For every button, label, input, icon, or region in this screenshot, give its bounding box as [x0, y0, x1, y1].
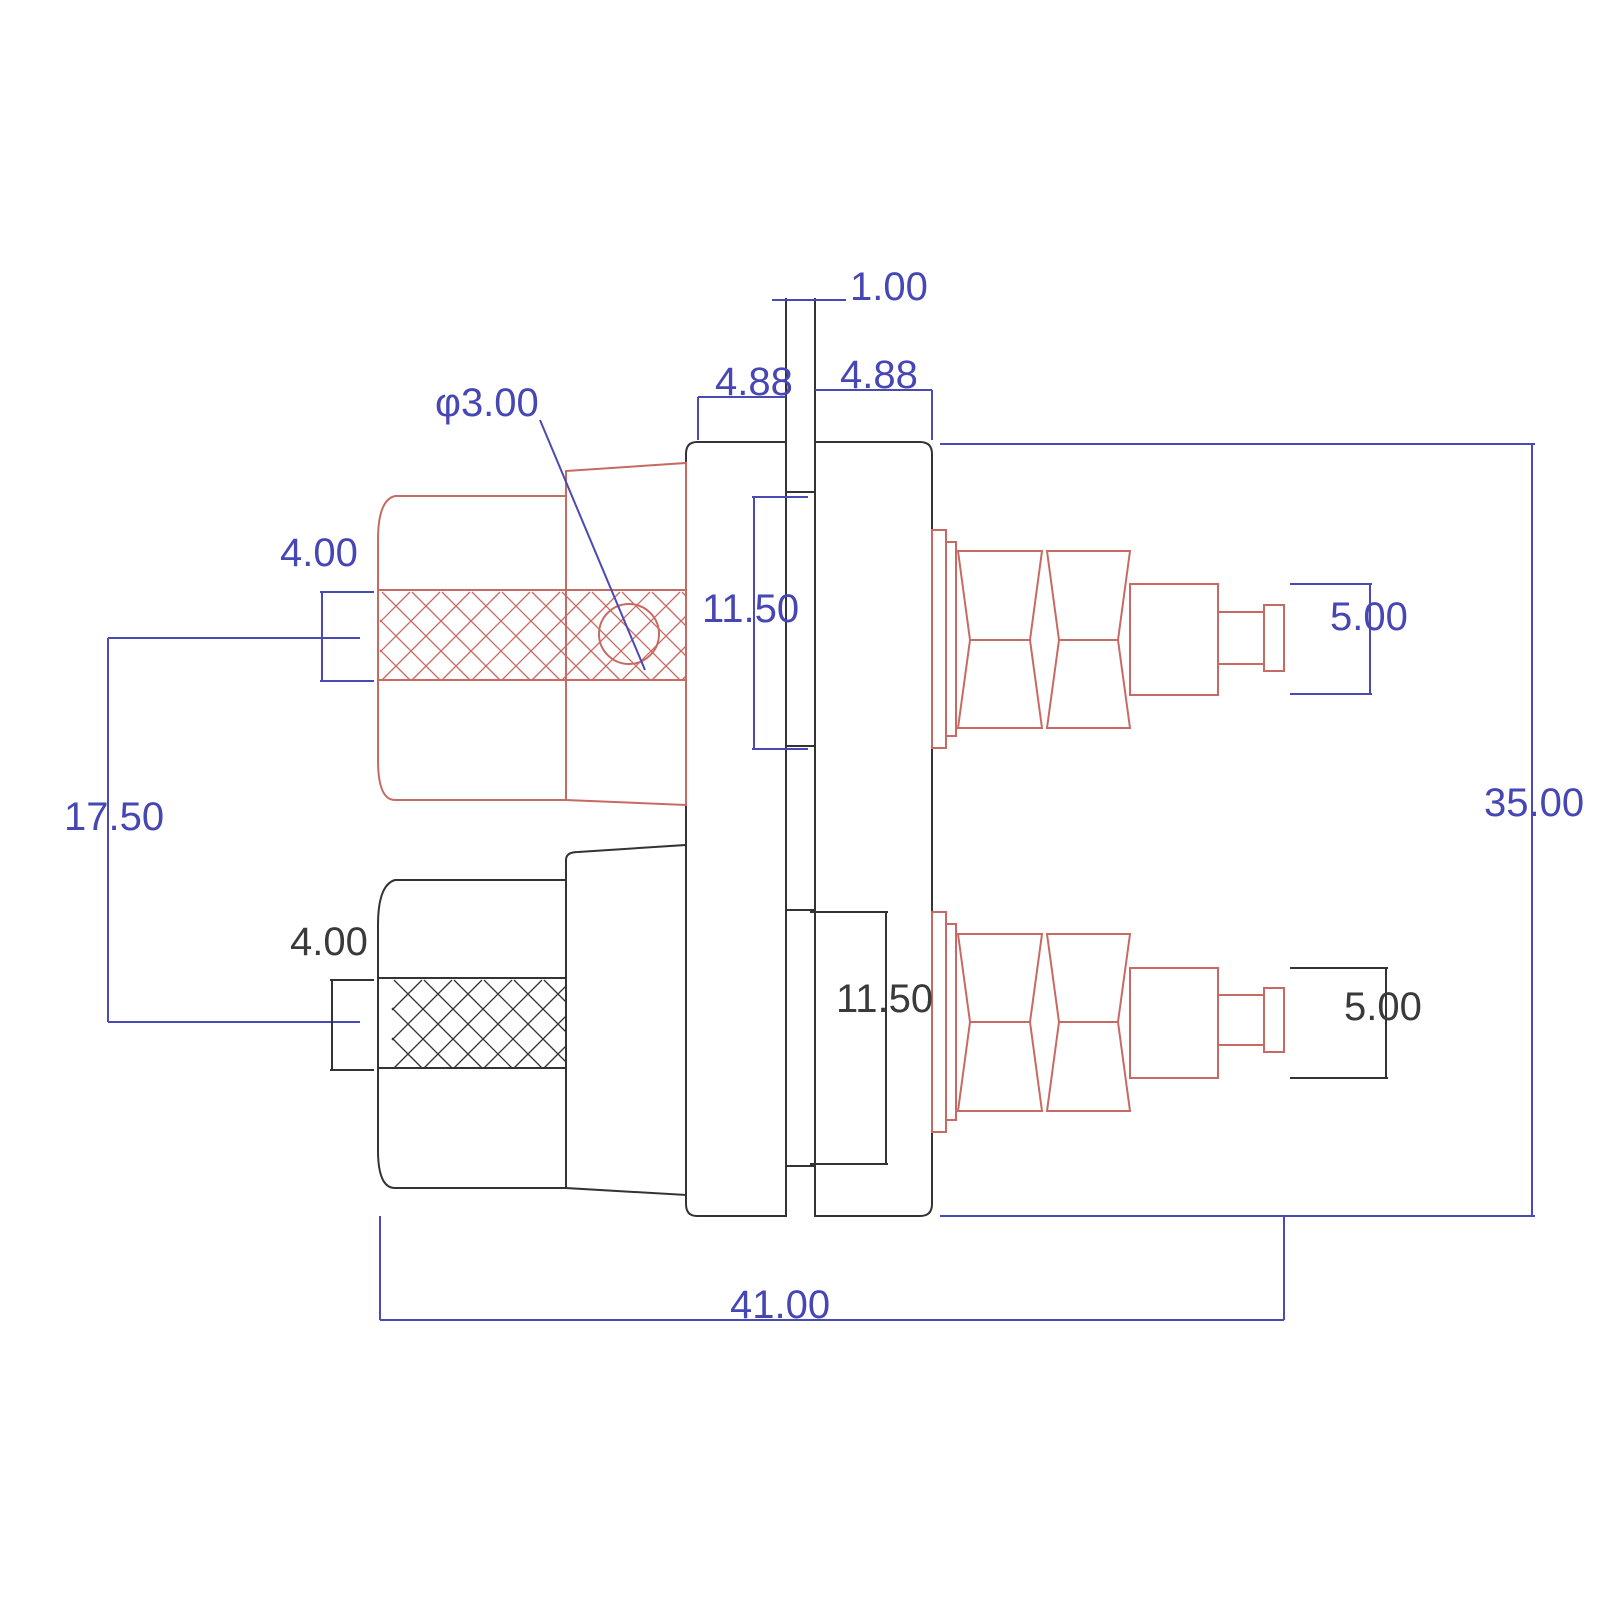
dim-panel-gap: 1.00 [850, 265, 928, 309]
dim-lower-pin-width: 5.00 [1344, 985, 1422, 1029]
red-knurl-hatch [379, 591, 687, 681]
dim-overall-height: 35.00 [1484, 781, 1584, 825]
dim-black-hole-width: 4.00 [290, 920, 368, 964]
red-terminal-cap [377, 461, 687, 807]
left-plate [685, 441, 787, 1217]
dim-left-plate: 4.88 [715, 360, 793, 404]
dim-red-hole-width: 4.00 [280, 531, 358, 575]
lower-rear-hardware [931, 911, 1285, 1133]
dim-overall-length: 41.00 [730, 1283, 830, 1327]
dim-hole-diameter: φ3.00 [435, 381, 539, 425]
upper-rear-hardware [931, 529, 1285, 749]
black-terminal-cap [377, 843, 687, 1197]
mounting-plates [685, 298, 933, 1217]
dim-right-plate: 4.88 [840, 353, 918, 397]
dim-lower-post-height: 11.50 [836, 977, 933, 1021]
dimension-lines [107, 299, 1535, 1321]
black-knurl-hatch [391, 979, 567, 1069]
dimension-labels: 1.00 4.88 4.88 φ3.00 4.00 4.00 11.50 11.… [64, 265, 1584, 1327]
dim-upper-pin-width: 5.00 [1330, 595, 1408, 639]
right-plate [814, 441, 933, 1217]
dim-upper-post-height: 11.50 [702, 587, 799, 631]
dim-terminal-spacing: 17.50 [64, 795, 164, 839]
cross-hole-circle [598, 603, 660, 665]
